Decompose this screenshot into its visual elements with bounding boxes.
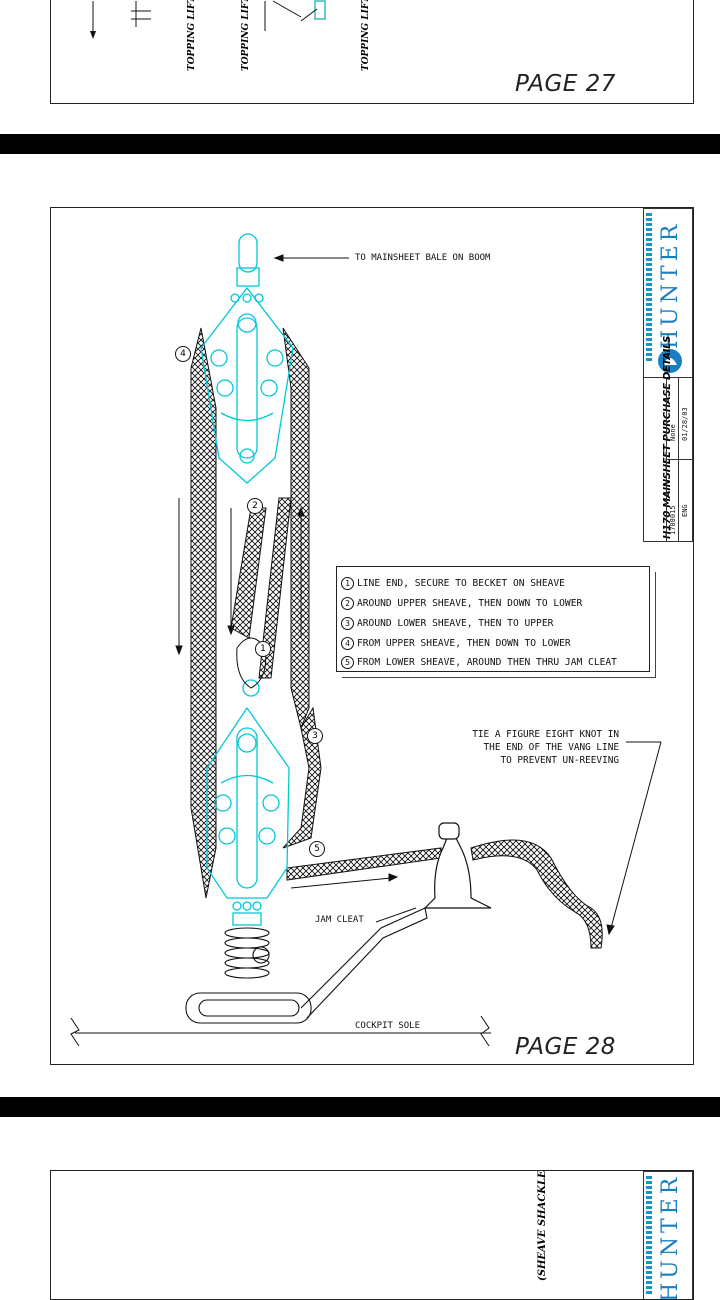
page-separator-top — [0, 134, 720, 154]
callout-1: 1 — [255, 641, 271, 657]
cockpit-sole-label: COCKPIT SOLE — [355, 1021, 421, 1031]
page-27-number: PAGE 27 — [515, 71, 616, 97]
jam-cleat-label: JAM CLEAT — [315, 915, 364, 925]
page-29-frame: HUNTER (SHEAVE SHACKLE) — [50, 1170, 694, 1300]
page-27-drawing — [90, 0, 326, 39]
title-block: HUNTER H170 MAINSHEET PURCHASE DETAILS 1… — [643, 208, 693, 542]
callout-3: 3 — [307, 728, 323, 744]
page-27-label-topping-lift: TOPPING LIFT — [187, 0, 197, 71]
mainsheet-bale-annotation: TO MAINSHEET BALE ON BOOM — [355, 253, 491, 263]
page-separator-bottom — [0, 1097, 720, 1117]
page-27-label-topping-lift-padeye: TOPPING LIFT PADEYE — [241, 0, 251, 71]
callout-2: 2 — [247, 498, 263, 514]
mainsheet-purchase-drawing — [70, 233, 662, 1047]
figure-eight-knot-note: TIE A FIGURE EIGHT KNOT IN THE END OF TH… — [472, 729, 619, 766]
brand-logo-icon — [658, 349, 682, 373]
page-27-label-topping-lift-cleat: TOPPING LIFT CLEAT — [361, 0, 371, 71]
page-29-title-block: HUNTER — [643, 1171, 693, 1300]
page-29-rotated-label: (SHEAVE SHACKLE) — [537, 1170, 548, 1281]
callout-4: 4 — [175, 346, 191, 362]
page-27-frame: TOPPING LIFT TOPPING LIFT PADEYE TOPPING… — [50, 0, 694, 104]
page-29-brand-wordmark: HUNTER — [658, 1173, 683, 1300]
legend-shadow — [342, 572, 656, 678]
title-block-fineprint — [646, 213, 652, 363]
page-28-number: PAGE 28 — [515, 1034, 616, 1060]
callout-5: 5 — [309, 841, 325, 857]
